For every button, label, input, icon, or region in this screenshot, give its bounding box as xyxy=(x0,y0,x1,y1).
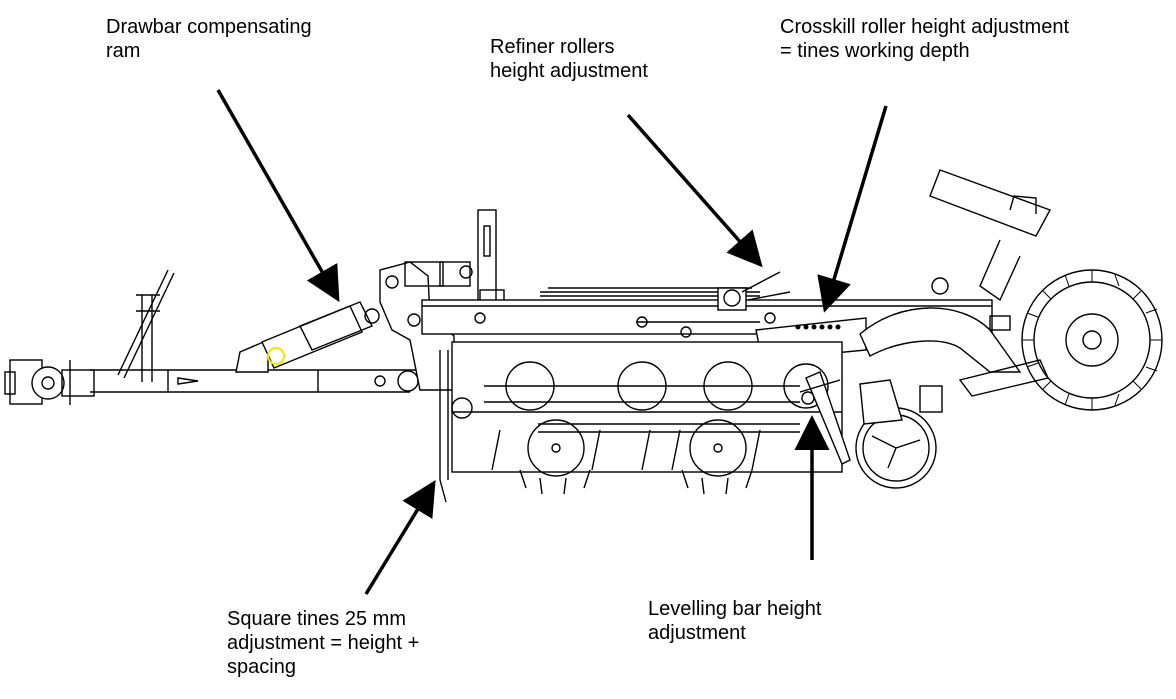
label-square-tines: Square tines 25 mm adjustment = height +… xyxy=(227,608,420,678)
spike-rotors xyxy=(519,419,753,495)
roller-housing xyxy=(451,341,843,473)
crosskill-roller xyxy=(855,379,943,489)
square-tines xyxy=(439,350,761,503)
arrow-refiner-rollers xyxy=(626,113,763,268)
compensating-ram xyxy=(235,301,380,373)
rear-wheel-assembly xyxy=(859,169,1163,411)
label-crosskill-roller: Crosskill roller height adjustment = tin… xyxy=(780,16,1070,62)
label-levelling-bar: Levelling bar height adjustment xyxy=(648,598,822,644)
center-mast xyxy=(477,209,505,313)
machine-outline xyxy=(4,169,1163,503)
arrow-square-tines xyxy=(364,480,436,595)
callout-arrows xyxy=(216,89,888,595)
arrow-crosskill-roller xyxy=(817,105,888,313)
label-refiner-rollers: Refiner rollers height adjustment xyxy=(490,36,648,82)
label-drawbar-ram: Drawbar compensating ram xyxy=(106,16,312,62)
drawbar xyxy=(90,369,420,393)
refiner-adjuster xyxy=(717,271,791,311)
hitch-coupling xyxy=(4,359,95,405)
jack-stand xyxy=(117,269,175,382)
refiner-rollers xyxy=(505,361,829,411)
arrow-drawbar-ram xyxy=(216,89,340,303)
